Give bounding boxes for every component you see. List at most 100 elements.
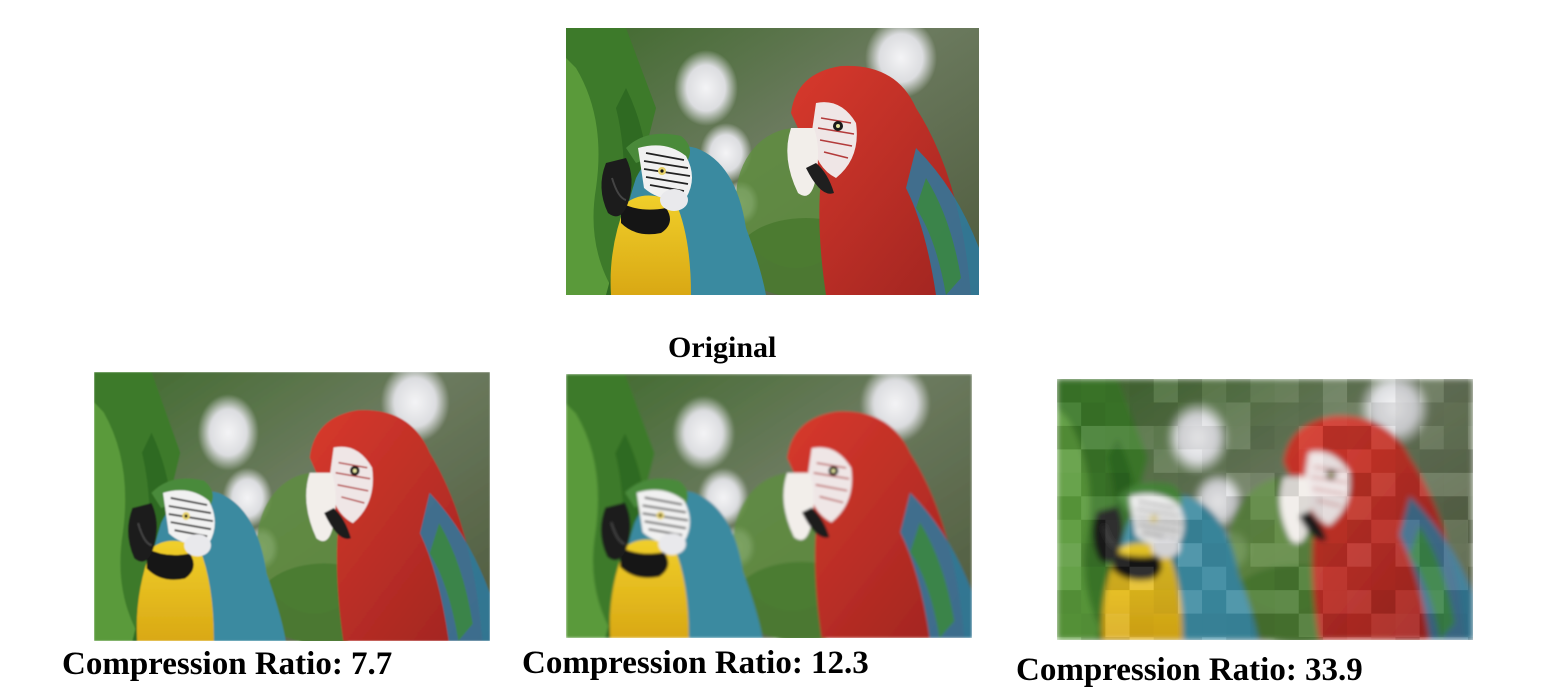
compression-block xyxy=(1153,496,1178,520)
compression-block xyxy=(1226,519,1251,544)
compression-block xyxy=(1443,519,1468,544)
compression-block xyxy=(1129,543,1154,567)
compression-block xyxy=(1395,472,1420,497)
compression-block xyxy=(1177,566,1203,591)
compression-block xyxy=(1371,379,1396,403)
compression-block xyxy=(1153,449,1178,473)
compression-block xyxy=(1347,590,1372,614)
compression-block xyxy=(1395,519,1420,544)
compression-block xyxy=(1105,543,1130,567)
compression-block xyxy=(1057,543,1082,567)
compression-block xyxy=(1274,566,1299,591)
compression-block xyxy=(1419,425,1444,450)
compression-block xyxy=(1105,637,1130,640)
compression-block xyxy=(1129,449,1154,473)
compression-block xyxy=(1153,613,1178,638)
compression-block xyxy=(1322,637,1348,640)
compression-block xyxy=(1395,543,1420,567)
compression-block xyxy=(1081,637,1106,640)
compression-block xyxy=(1105,472,1130,497)
compression-block xyxy=(1202,472,1227,497)
compression-block xyxy=(1371,472,1396,497)
cropped-text-line xyxy=(0,0,1566,8)
compression-block xyxy=(1467,496,1473,520)
compression-block xyxy=(1153,566,1178,591)
compression-block xyxy=(1226,425,1251,450)
compression-block xyxy=(1105,566,1130,591)
compression-block xyxy=(1322,590,1348,614)
compression-block xyxy=(1371,449,1396,473)
compression-block xyxy=(1467,449,1473,473)
compression-block xyxy=(1250,379,1275,403)
caption-ratio-33-9: Compression Ratio: 33.9 xyxy=(1016,652,1363,688)
compression-block xyxy=(1419,590,1444,614)
compression-block xyxy=(1395,379,1420,403)
compressed-image-ratio-33-9 xyxy=(1057,379,1473,640)
compression-block xyxy=(1081,496,1106,520)
compression-block xyxy=(1371,496,1396,520)
compression-block xyxy=(1105,425,1130,450)
parrots-illustration-33-9 xyxy=(1057,379,1473,640)
compression-block xyxy=(1347,425,1372,450)
compression-block xyxy=(1298,566,1323,591)
compression-block xyxy=(1105,402,1130,426)
compression-block xyxy=(1371,566,1396,591)
compression-block xyxy=(1177,496,1203,520)
compression-block xyxy=(1250,637,1275,640)
compression-block xyxy=(1105,613,1130,638)
compression-block xyxy=(1322,402,1348,426)
compression-block xyxy=(1202,496,1227,520)
compression-block xyxy=(1129,379,1154,403)
compression-block xyxy=(1298,402,1323,426)
compression-block xyxy=(1347,496,1372,520)
compression-block xyxy=(1347,566,1372,591)
compression-block xyxy=(1057,379,1082,403)
compression-block xyxy=(1153,590,1178,614)
compression-block xyxy=(1298,519,1323,544)
compression-block xyxy=(1322,449,1348,473)
compression-block xyxy=(1274,425,1299,450)
compression-block xyxy=(1202,637,1227,640)
compression-block xyxy=(1322,379,1348,403)
compression-block xyxy=(1419,402,1444,426)
compression-block xyxy=(1419,519,1444,544)
compression-block xyxy=(1443,402,1468,426)
compression-block xyxy=(1105,449,1130,473)
compression-block xyxy=(1250,402,1275,426)
compression-block xyxy=(1057,449,1082,473)
compression-block xyxy=(1129,472,1154,497)
compression-block xyxy=(1177,543,1203,567)
compression-block xyxy=(1250,472,1275,497)
compression-block xyxy=(1443,425,1468,450)
compression-block xyxy=(1322,472,1348,497)
compression-block xyxy=(1322,425,1348,450)
compression-block xyxy=(1371,613,1396,638)
compression-block xyxy=(1347,613,1372,638)
compression-block xyxy=(1177,425,1203,450)
compression-block xyxy=(1057,472,1082,497)
compression-block xyxy=(1226,543,1251,567)
caption-ratio-7-7: Compression Ratio: 7.7 xyxy=(62,646,393,682)
compression-block xyxy=(1274,590,1299,614)
compression-block xyxy=(1419,449,1444,473)
compression-block xyxy=(1322,566,1348,591)
compression-block xyxy=(1419,496,1444,520)
compression-block xyxy=(1226,472,1251,497)
compression-block xyxy=(1177,402,1203,426)
compression-block xyxy=(1081,613,1106,638)
compression-block xyxy=(1443,496,1468,520)
compression-block xyxy=(1443,543,1468,567)
compression-block xyxy=(1467,519,1473,544)
compression-block xyxy=(1298,637,1323,640)
compression-block xyxy=(1177,590,1203,614)
compression-block xyxy=(1250,613,1275,638)
compression-block xyxy=(1129,637,1154,640)
compression-block xyxy=(1153,543,1178,567)
compression-block xyxy=(1419,566,1444,591)
compression-block xyxy=(1250,590,1275,614)
compression-block xyxy=(1250,425,1275,450)
parrots-illustration-7-7 xyxy=(94,372,490,641)
compression-block xyxy=(1395,613,1420,638)
compression-block xyxy=(1105,590,1130,614)
compression-block xyxy=(1202,543,1227,567)
